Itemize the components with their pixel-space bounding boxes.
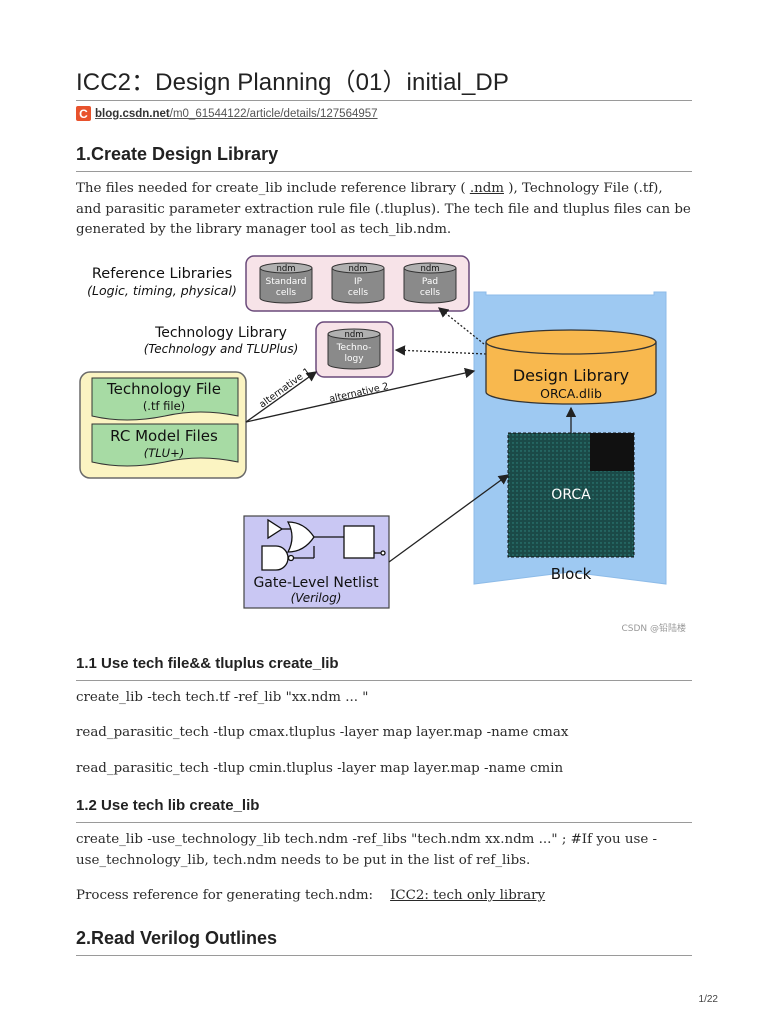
netlist-title: Gate-Level Netlist [253,575,379,591]
svg-text:cells: cells [348,288,368,298]
svg-text:logy: logy [344,354,364,364]
netlist-subtitle: (Verilog) [291,591,342,605]
csdn-watermark: CSDN @铅陆楼 [621,622,686,634]
arrow-alt2 [245,367,476,423]
section1-divider [76,171,692,172]
section11-divider [76,680,692,681]
ref-cell-pad: ndm Pad cells [403,262,457,304]
tech-cylinder: ndm Techno- logy [327,328,381,370]
svg-text:cells: cells [276,288,296,298]
orca-label: ORCA [551,487,591,503]
tech-file-title: Technology File [106,380,221,398]
ref-cell-ip: ndm IP cells [331,262,385,304]
arrow-netlist-to-block [388,474,510,563]
alt2-label: alternative 2 [328,381,389,405]
tech-only-library-link[interactable]: ICC2: tech only library [390,888,546,903]
arrow-alt1 [245,371,318,423]
gate-symbols-icon [261,518,386,571]
page-title: ICC2：Design Planning（01）initial_DP [76,69,509,96]
design-library-diagram: Reference Libraries (Logic, timing, phys… [79,255,686,634]
design-lib-title: Design Library [513,366,629,385]
orca-corner-block [590,433,634,471]
tech-lib-subtitle: (Technology and TLUPlus) [144,342,299,356]
alt1-label: alternative 1 [257,366,312,410]
svg-text:cells: cells [420,288,440,298]
ref-libs-title: Reference Libraries [92,266,232,282]
block-label: Block [551,565,592,583]
csdn-logo-icon: C [76,106,91,121]
svg-text:ndm: ndm [344,330,363,340]
command-create-lib: create_lib -tech tech.tf -ref_lib "xx.nd… [76,690,369,705]
source-link-row: C blog.csdn.net/m0_61544122/article/deta… [76,106,378,121]
rc-model-box [91,423,239,467]
source-link[interactable]: blog.csdn.net/m0_61544122/article/detail… [95,107,378,120]
section2-divider [76,955,692,956]
page-number: 1/22 [698,994,718,1005]
rc-model-subtitle: (TLU+) [144,446,184,460]
section2-heading: 2.Read Verilog Outlines [76,928,278,948]
title-divider [76,100,692,101]
tech-file-subtitle: (.tf file) [143,399,185,413]
rc-model-title: RC Model Files [110,427,218,445]
section1-paragraph: The files needed for create_lib include … [76,181,691,237]
ref-cell-standard: ndm Standard cells [259,262,313,304]
section11-heading: 1.1 Use tech file&& tluplus create_lib [76,655,339,672]
section12-reference: Process reference for generating tech.nd… [76,888,546,903]
svg-text:ndm: ndm [276,264,295,274]
svg-text:ndm: ndm [420,264,439,274]
svg-text:ndm: ndm [348,264,367,274]
arrow-design-to-tech [394,345,487,356]
design-lib-subtitle: ORCA.dlib [540,386,602,401]
svg-text:IP: IP [354,277,363,287]
tech-file-box [91,377,239,421]
svg-text:Techno-: Techno- [336,343,372,353]
design-library-cylinder [485,329,657,405]
command-read-parasitic-cmax: read_parasitic_tech -tlup cmax.tluplus -… [76,725,569,740]
arrow-design-to-ref [437,307,485,345]
svg-text:Pad: Pad [422,277,438,287]
section1-heading: 1.Create Design Library [76,144,279,164]
section12-divider [76,822,692,823]
ndm-link[interactable]: .ndm [469,181,504,196]
svg-text:Standard: Standard [266,277,307,287]
command-read-parasitic-cmin: read_parasitic_tech -tlup cmin.tluplus -… [76,761,564,776]
ref-libs-subtitle: (Logic, timing, physical) [87,283,237,298]
section12-paragraph: create_lib -use_technology_lib tech.ndm … [76,832,658,868]
tech-lib-title: Technology Library [154,325,287,341]
section12-heading: 1.2 Use tech lib create_lib [76,797,260,814]
